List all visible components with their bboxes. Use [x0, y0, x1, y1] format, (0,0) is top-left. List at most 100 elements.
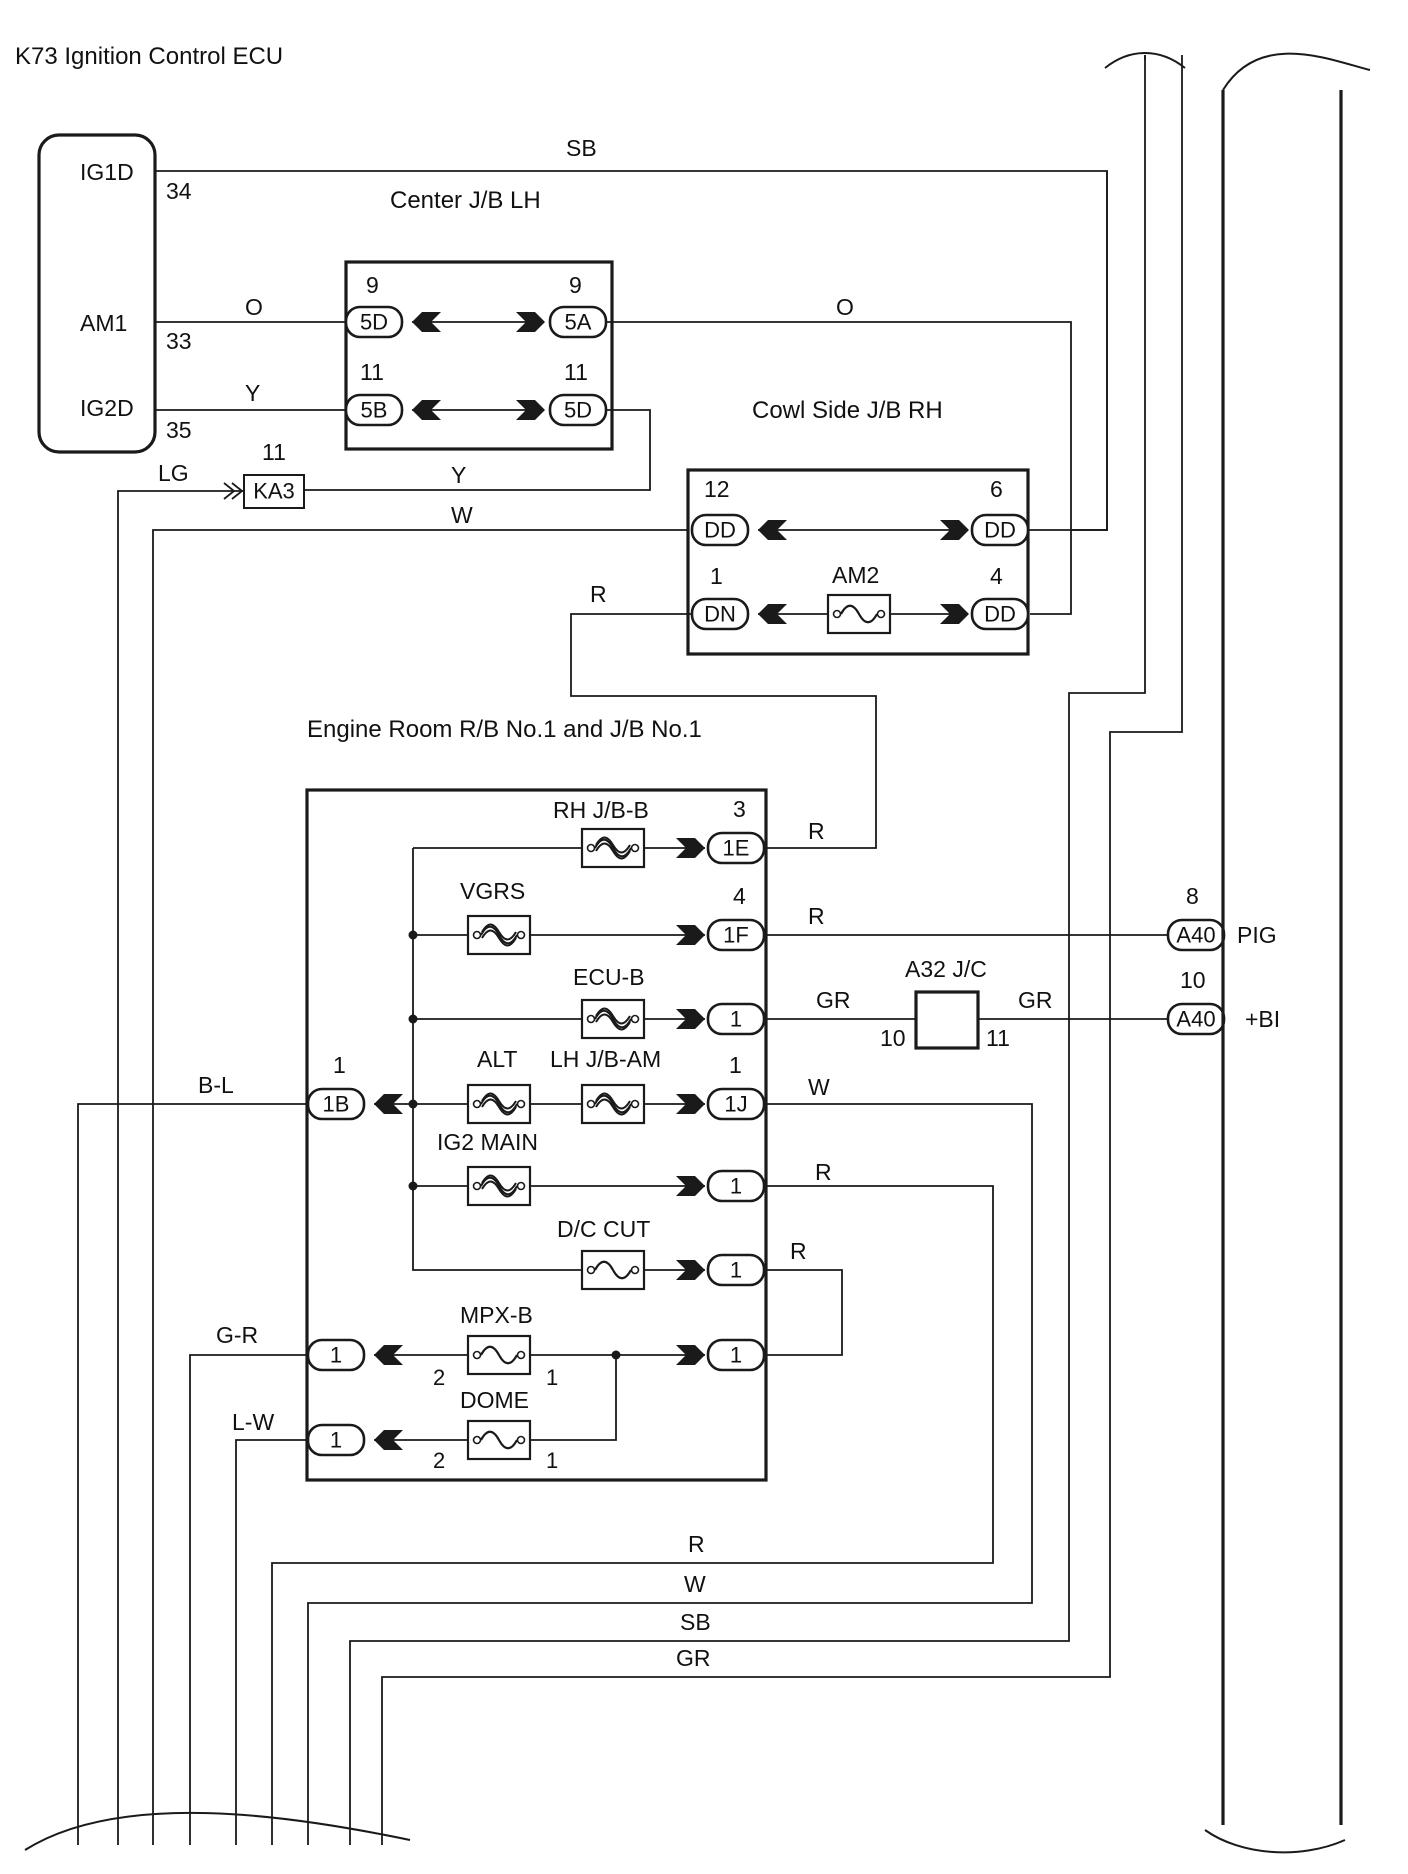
- connector-5d-top: [344, 305, 404, 339]
- wire-label-gr-left: GR: [816, 987, 851, 1013]
- a32-title: A32 J/C: [905, 956, 987, 982]
- ecu-body: [37, 133, 157, 454]
- connector-label-dome-out: 1: [330, 1428, 342, 1453]
- connector-1e: [706, 831, 766, 865]
- center-pin-9b: 9: [569, 272, 582, 298]
- wire-bl: [77, 1103, 308, 1845]
- wire-label-bottom-gr: GR: [676, 1645, 711, 1671]
- wire-w-1j: [307, 1103, 1033, 1845]
- cowl-pin-1: 1: [710, 563, 723, 589]
- arrow-icon: [940, 520, 969, 540]
- arrow-icon: [516, 400, 545, 420]
- wire-lg: [117, 490, 244, 1845]
- center-pin-11a: 11: [360, 359, 384, 385]
- center-pin-11b: 11: [564, 359, 588, 385]
- arrow-icon: [676, 1176, 705, 1196]
- ecu-pin-35: 35: [166, 417, 192, 443]
- connector-label-ka3: KA3: [253, 479, 295, 504]
- wire-o-5a: [606, 321, 1072, 615]
- ecu-pin-33: 33: [166, 328, 192, 354]
- harness-break-top: [1104, 52, 1186, 69]
- connector-label-dd6: DD: [984, 518, 1016, 543]
- wire-label-r-ig2: R: [815, 1159, 832, 1185]
- er-pin-1b: 1: [333, 1052, 346, 1078]
- wire-label-r-dn: R: [590, 581, 607, 607]
- connector-dd4: [970, 597, 1030, 631]
- ka3-pin: 11: [262, 439, 286, 465]
- a40-pin-10: 10: [1180, 967, 1206, 993]
- wire-label-gr-right: GR: [1018, 987, 1053, 1013]
- wire-label-o-right: O: [836, 294, 854, 320]
- connector-label-mpx-in: 1: [730, 1343, 742, 1368]
- arrow-icon: [676, 1260, 705, 1280]
- fuse-label-vgrs: VGRS: [460, 878, 525, 904]
- fuse-label-lh-jb-am: LH J/B-AM: [550, 1046, 661, 1072]
- wire-label-bottom-r: R: [688, 1531, 705, 1557]
- connector-label-1b: 1B: [323, 1092, 350, 1117]
- wire-y-5d: [305, 409, 651, 491]
- a40-signal-bi: +BI: [1245, 1006, 1280, 1032]
- wire-gr-mpx: [189, 1354, 308, 1845]
- ecu-pin-34: 34: [166, 178, 192, 204]
- wire-label-r-1e: R: [808, 818, 825, 844]
- wire-label-bottom-sb: SB: [680, 1609, 711, 1635]
- wire-label-w-top: W: [451, 502, 473, 528]
- connector-label-1f: 1F: [723, 923, 749, 948]
- connector-arrow-icon: [223, 482, 236, 500]
- cowl-jb-title: Cowl Side J/B RH: [752, 397, 943, 424]
- wire-r-dn1: [570, 613, 877, 849]
- arrow-icon: [676, 1009, 705, 1029]
- fuse-label-rh-jb-b: RH J/B-B: [553, 797, 649, 823]
- connector-label-a40-bi: A40: [1176, 1007, 1215, 1032]
- wire-label-bl: B-L: [198, 1072, 234, 1098]
- wire-sb-bottom: [349, 55, 1146, 1845]
- wire-w-dd12: [152, 529, 688, 1845]
- connector-label-dn1: DN: [704, 602, 736, 627]
- wire-label-lg: LG: [158, 460, 189, 486]
- wire-internal: [374, 1355, 617, 1441]
- cowl-pin-6: 6: [990, 476, 1003, 502]
- a32-pin-10: 10: [880, 1025, 906, 1051]
- wire-label-lw-dome: L-W: [232, 1409, 274, 1435]
- wire-sb-ig1d: [155, 170, 1108, 531]
- wire-label-r-dc: R: [790, 1238, 807, 1264]
- connector-mpx-in: [706, 1338, 766, 1372]
- fuse-label-alt: ALT: [477, 1046, 517, 1072]
- connector-label-dc-out: 1: [730, 1258, 742, 1283]
- wire-sb-dd6: [1028, 171, 1108, 531]
- ecu-pin-am1: AM1: [80, 310, 127, 336]
- er-pin-1j: 1: [729, 1052, 742, 1078]
- engine-room-box: [305, 788, 768, 1482]
- engine-room-title: Engine Room R/B No.1 and J/B No.1: [307, 716, 702, 743]
- wire-label-r-1f: R: [808, 903, 825, 929]
- dome-pin-1: 1: [546, 1448, 558, 1473]
- ecu-title: K73 Ignition Control ECU: [15, 43, 283, 70]
- arrow-icon: [676, 925, 705, 945]
- cowl-pin-4: 4: [990, 563, 1003, 589]
- harness-break-bottom: [1204, 1829, 1346, 1854]
- connector-label-5b: 5B: [361, 398, 388, 423]
- center-jb-box: [344, 260, 614, 451]
- connector-label-5d-bottom: 5D: [564, 398, 592, 423]
- wire-r-ig2: [271, 1185, 994, 1845]
- connector-label-dd4: DD: [984, 602, 1016, 627]
- wire-label-sb-top: SB: [566, 135, 597, 161]
- cowl-jb-box: [686, 468, 1030, 656]
- fuse-label-dome: DOME: [460, 1387, 529, 1413]
- center-pin-9a: 9: [366, 272, 379, 298]
- connector-label-ig2-out: 1: [730, 1174, 742, 1199]
- arrow-icon: [676, 1345, 705, 1365]
- wire-label-bottom-w: W: [684, 1571, 706, 1597]
- arrow-icon: [676, 838, 705, 858]
- wire-label-o-left: O: [245, 294, 263, 320]
- dome-pin-2: 2: [433, 1448, 445, 1473]
- a32-box: [914, 990, 980, 1050]
- arrow-icon: [940, 604, 969, 624]
- fuse-label-ecu-b: ECU-B: [573, 964, 645, 990]
- wire-label-w-1j: W: [808, 1074, 830, 1100]
- wire-r-dc-loop: [764, 1269, 843, 1356]
- connector-5b: [344, 393, 404, 427]
- arrow-icon: [676, 1094, 705, 1114]
- mpx-pin-2: 2: [433, 1365, 445, 1390]
